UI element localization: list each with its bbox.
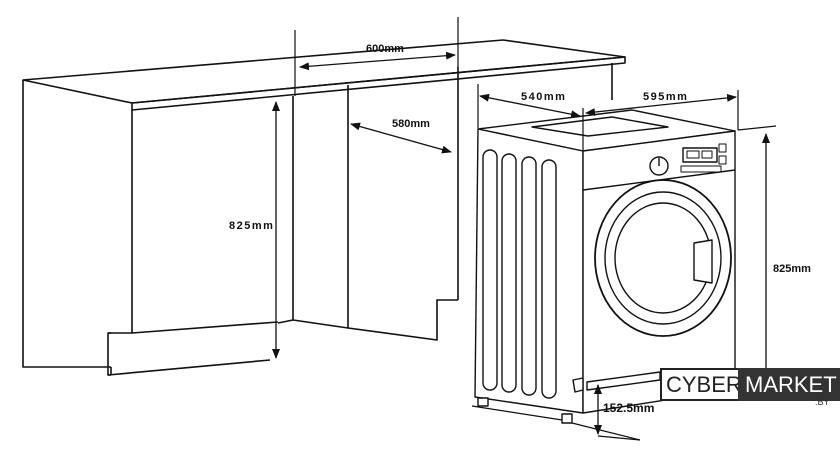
label-machine-height: 825mm (773, 263, 811, 275)
logo-text-by: .BY (815, 397, 830, 407)
dim-arrow-595 (585, 93, 737, 117)
label-cabinet-height: 825mm (229, 220, 274, 232)
cybermarket-logo: CYBER MARKET .BY (660, 365, 840, 407)
label-cabinet-width: 600mm (366, 43, 404, 55)
dim-arrow-540 (479, 93, 581, 119)
label-machine-width: 595mm (643, 91, 688, 103)
washing-machine (474, 109, 736, 424)
logo-text-cyber: CYBER (660, 368, 748, 401)
dim-arrow-600 (299, 51, 456, 71)
label-foot-offset: 152.5mm (603, 401, 654, 415)
logo-text-market: MARKET (738, 368, 840, 401)
label-machine-depth: 540mm (521, 91, 566, 103)
dim-arrow-580 (350, 122, 452, 154)
label-cabinet-depth: 580mm (392, 118, 430, 130)
dimension-arrows (272, 51, 770, 435)
